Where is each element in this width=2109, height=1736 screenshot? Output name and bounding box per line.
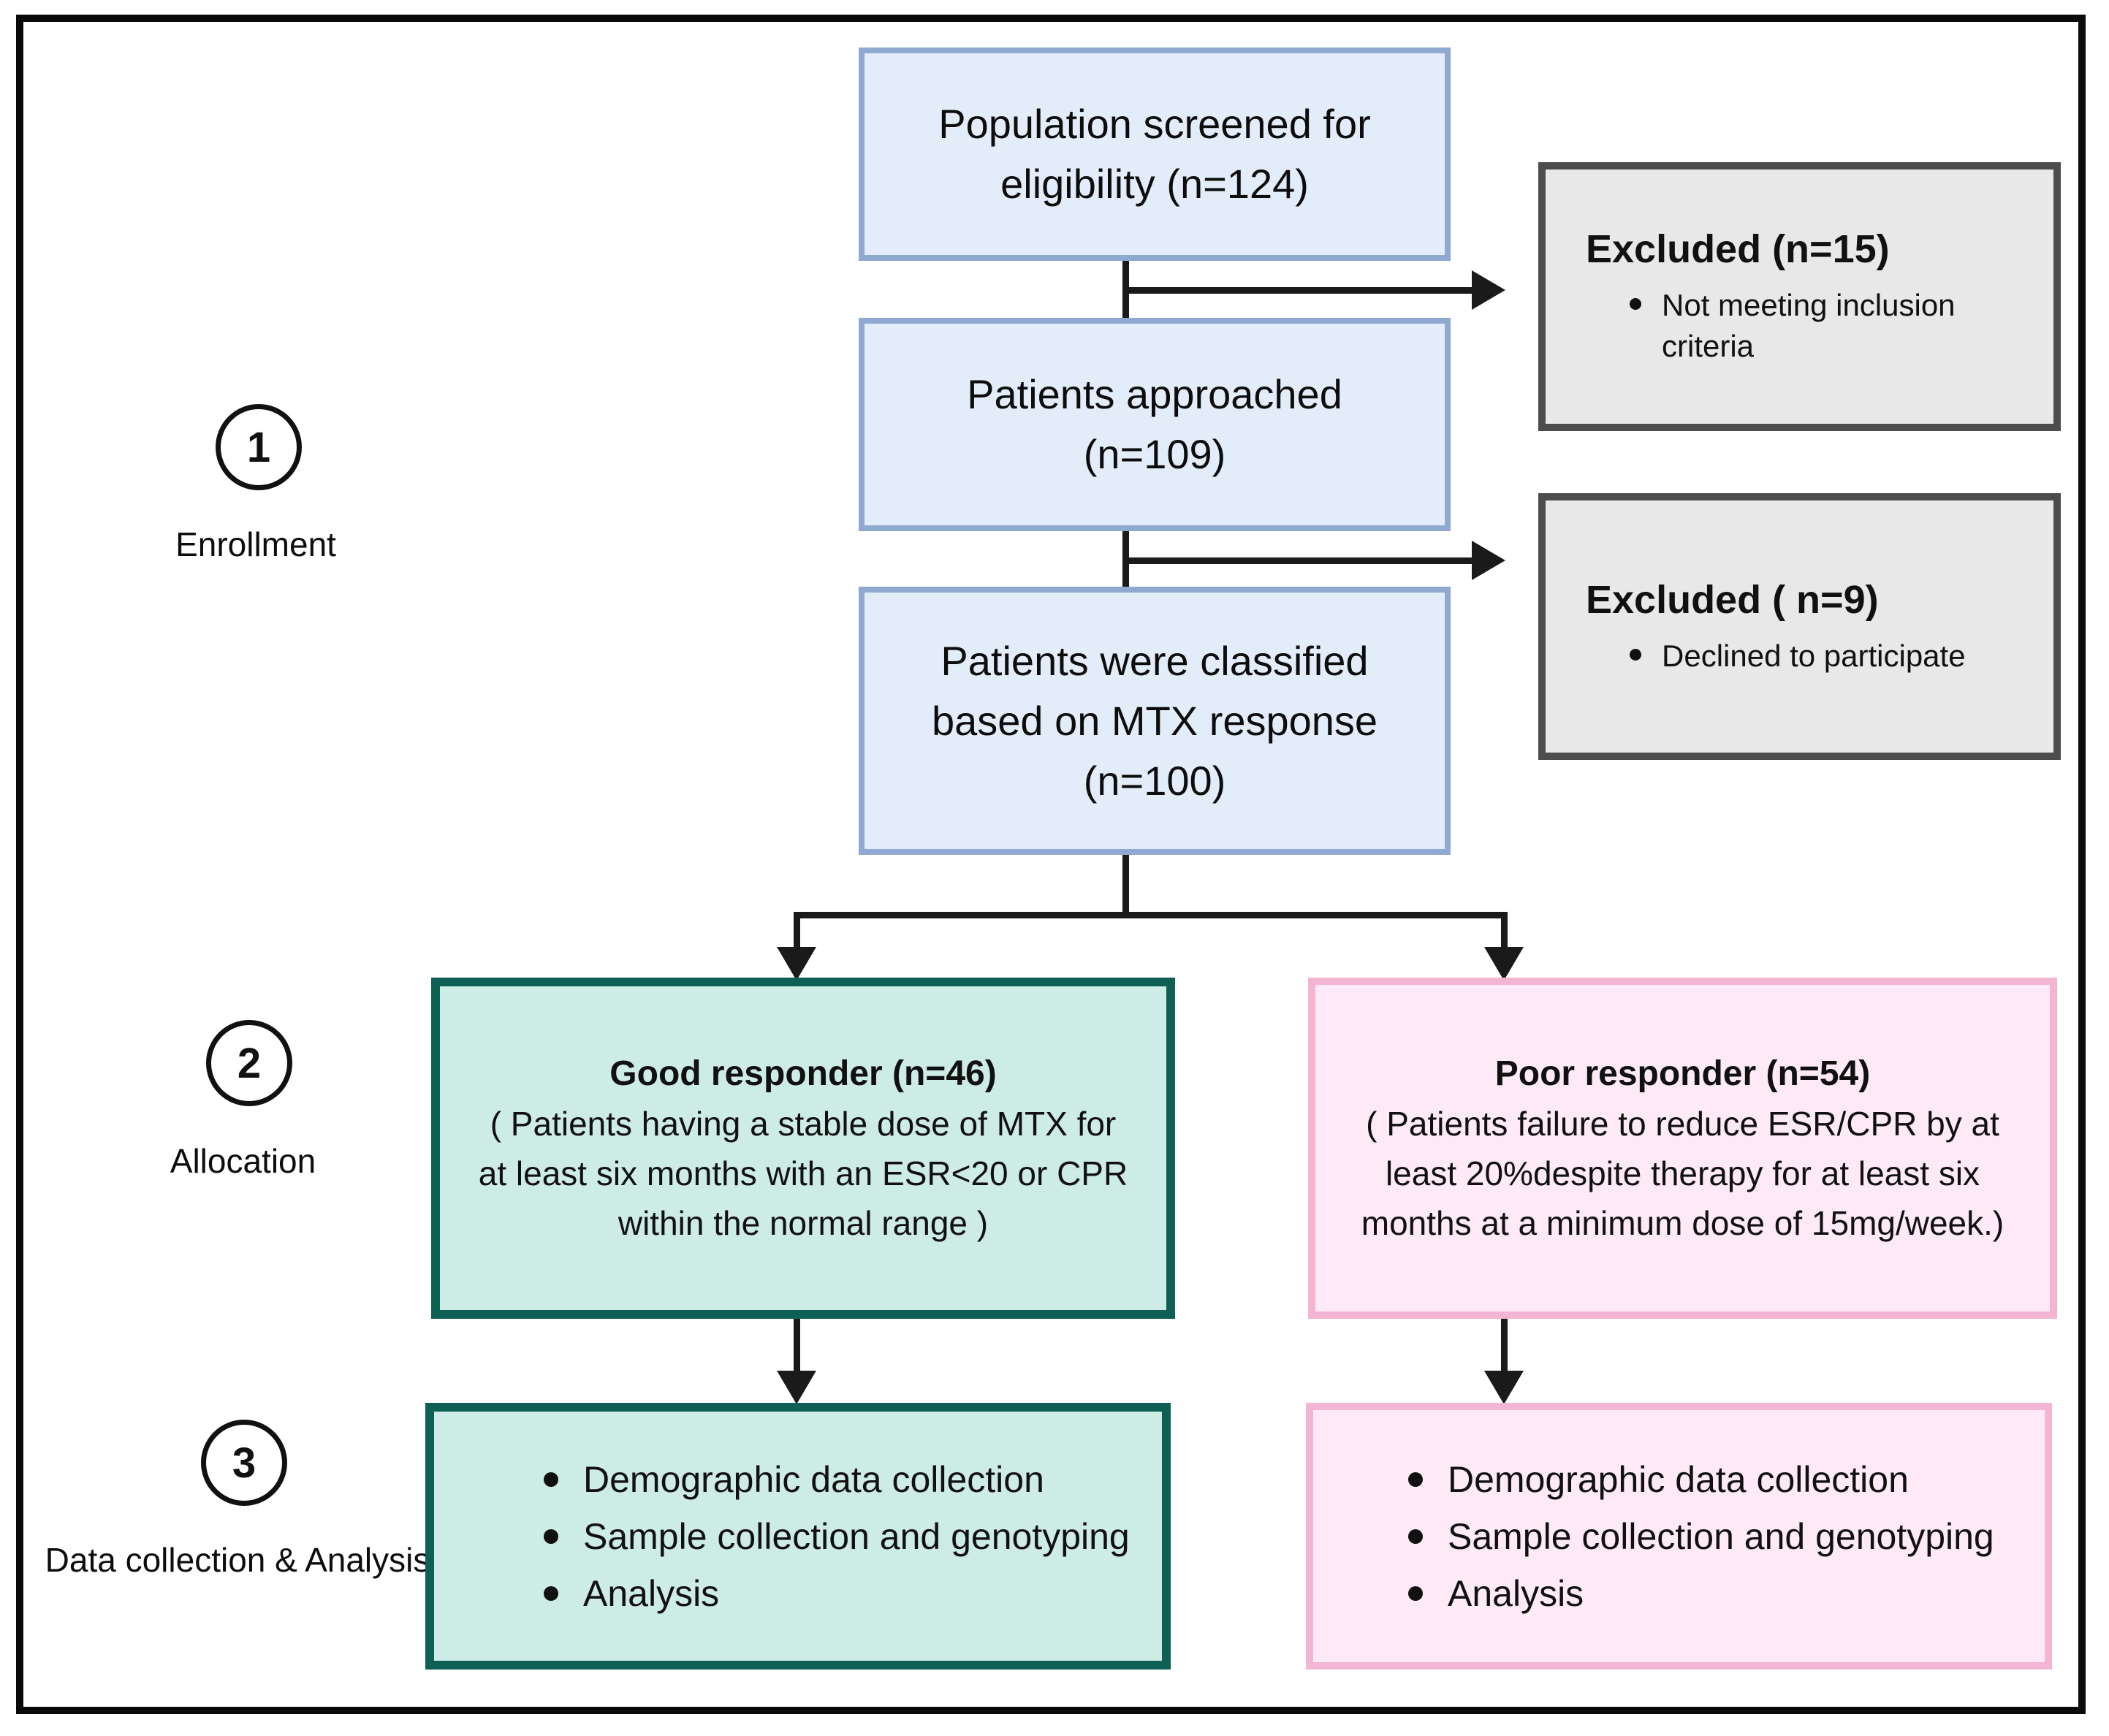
good-data-step-1: Demographic data collection <box>583 1458 1044 1500</box>
poor-data-step-3: Analysis <box>1448 1572 1584 1614</box>
box-patients-classified: Patients were classified based on MTX re… <box>859 587 1451 855</box>
excluded-15-reason: Not meeting inclusion criteria <box>1662 288 1956 363</box>
stage-3-number: 3 <box>232 1439 256 1487</box>
arrowhead-excluded2-icon <box>1472 541 1505 580</box>
list-item: Analysis <box>544 1571 719 1616</box>
box-good-responder: Good responder (n=46) ( Patients having … <box>431 978 1175 1319</box>
box-population-screened: Population screened for eligibility (n=1… <box>859 47 1451 261</box>
arrowhead-good-data-icon <box>777 1371 816 1404</box>
box-poor-data-collection: Demographic data collection Sample colle… <box>1306 1403 2052 1670</box>
bullet-icon <box>1630 298 1641 310</box>
connector-branch-excluded1 <box>1122 287 1472 294</box>
poor-responder-definition: ( Patients failure to reduce ESR/CPR by … <box>1361 1104 2004 1242</box>
box-excluded-9: Excluded ( n=9) Declined to participate <box>1538 493 2061 760</box>
list-item: Demographic data collection <box>544 1457 1044 1502</box>
excluded-15-title: Excluded (n=15) <box>1586 227 1890 271</box>
box-patients-approached: Patients approached (n=109) <box>859 318 1451 531</box>
connector-classified-split <box>1122 853 1129 918</box>
bullet-icon <box>544 1528 558 1544</box>
poor-data-step-1: Demographic data collection <box>1448 1458 1909 1500</box>
list-item: Declined to participate <box>1630 636 1966 677</box>
list-item: Demographic data collection <box>1408 1457 1909 1502</box>
bullet-icon <box>1408 1472 1423 1487</box>
stage-3-circle: 3 <box>201 1420 287 1506</box>
box-poor-responder: Poor responder (n=54) ( Patients failure… <box>1308 978 2057 1319</box>
list-item: Not meeting inclusion criteria <box>1630 285 1956 367</box>
bullet-icon <box>544 1472 558 1487</box>
excluded-9-reason: Declined to participate <box>1662 638 1966 673</box>
stage-1-circle: 1 <box>216 404 302 490</box>
good-data-step-2: Sample collection and genotyping <box>583 1515 1130 1557</box>
good-responder-title: Good responder (n=46) <box>609 1054 997 1093</box>
stage-2-circle: 2 <box>206 1020 292 1106</box>
stage-2-label: Allocation <box>170 1142 316 1180</box>
box-excluded-15: Excluded (n=15) Not meeting inclusion cr… <box>1538 162 2061 431</box>
connector-poor-to-data <box>1501 1317 1508 1373</box>
split-left-stub <box>794 912 800 950</box>
patients-approached-text: Patients approached (n=109) <box>967 371 1342 477</box>
connector-good-to-data <box>794 1317 800 1373</box>
list-item: Sample collection and genotyping <box>544 1514 1130 1559</box>
connector-branch-excluded2 <box>1122 557 1472 564</box>
arrowhead-poor-data-icon <box>1484 1371 1524 1404</box>
list-item: Analysis <box>1408 1571 1584 1616</box>
stage-1-label: Enrollment <box>175 525 336 563</box>
good-data-step-3: Analysis <box>583 1572 720 1614</box>
arrowhead-excluded1-icon <box>1472 270 1505 310</box>
bullet-icon <box>1630 648 1641 660</box>
bullet-icon <box>544 1585 558 1601</box>
box-good-data-collection: Demographic data collection Sample colle… <box>425 1403 1171 1670</box>
stage-3-label: Data collection & Analysis <box>45 1541 430 1579</box>
patients-classified-text: Patients were classified based on MTX re… <box>931 637 1378 804</box>
stage-2-number: 2 <box>237 1039 262 1087</box>
list-item: Sample collection and genotyping <box>1408 1514 1994 1559</box>
arrowhead-poor-icon <box>1484 947 1524 981</box>
excluded-9-title: Excluded ( n=9) <box>1586 577 1879 622</box>
bullet-icon <box>1408 1528 1423 1544</box>
bullet-icon <box>1408 1585 1423 1601</box>
good-responder-definition: ( Patients having a stable dose of MTX f… <box>478 1104 1128 1242</box>
split-horizontal-line <box>794 912 1508 918</box>
poor-data-step-2: Sample collection and genotyping <box>1448 1515 1994 1557</box>
split-right-stub <box>1501 912 1508 950</box>
stage-1-number: 1 <box>246 423 271 471</box>
arrowhead-good-icon <box>777 947 816 981</box>
poor-responder-title: Poor responder (n=54) <box>1494 1054 1871 1093</box>
population-screened-text: Population screened for eligibility (n=1… <box>938 101 1371 207</box>
